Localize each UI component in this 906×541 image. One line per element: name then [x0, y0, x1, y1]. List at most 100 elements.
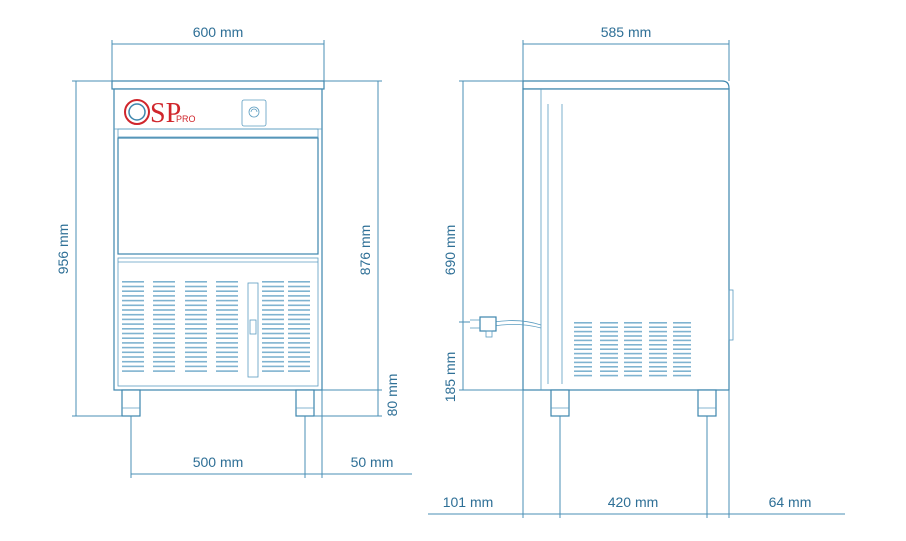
vent-slat [262, 313, 284, 316]
vent-slat [574, 366, 592, 368]
vent-slat [216, 342, 238, 344]
label-front-width: 600 mm [193, 24, 244, 40]
side-view [470, 80, 734, 417]
vent-slat [216, 337, 238, 339]
vent-slat [600, 366, 618, 368]
label-side-lower: 185 mm [442, 352, 458, 403]
vent-slat [262, 309, 284, 311]
vent-slat [600, 370, 618, 372]
vent-slat [649, 335, 667, 337]
vent-slat [624, 335, 642, 337]
vent-slat [185, 299, 207, 302]
front-switch-plate [247, 282, 259, 378]
vent-slat [185, 342, 207, 344]
vent-slat [262, 304, 284, 307]
vent-slat [216, 346, 238, 349]
vent-slat [216, 290, 238, 292]
vent-slat [216, 323, 238, 325]
vent-slat [649, 322, 667, 324]
vent-slat [216, 309, 238, 311]
logo-ring-icon [124, 99, 150, 125]
vent-slat [624, 330, 642, 333]
vent-slat [649, 374, 667, 377]
vent-slat [288, 360, 310, 363]
vent-slat [153, 285, 175, 288]
vent-slat [122, 332, 144, 335]
vent-slat [574, 357, 592, 359]
vent-slat [649, 339, 667, 342]
vent-slat [262, 323, 284, 325]
vent-slat [185, 370, 207, 372]
vent-slat [574, 352, 592, 355]
power-cable-2 [493, 324, 542, 329]
vent-slat [288, 370, 310, 372]
vent-slat [288, 313, 310, 316]
vent-slat [262, 370, 284, 372]
vent-slat [624, 374, 642, 377]
vent-slat [185, 304, 207, 307]
vent-slat [185, 351, 207, 354]
vent-slat [673, 374, 691, 377]
lock-icon [248, 106, 260, 118]
vent-slat [153, 351, 175, 354]
front-door-panel [117, 137, 319, 255]
vent-slat [673, 330, 691, 333]
vent-slat [673, 361, 691, 364]
vent-slat [153, 290, 175, 292]
vent-slat [262, 290, 284, 292]
vent-slat [262, 332, 284, 335]
vent-slat [649, 366, 667, 368]
vent-slat [649, 330, 667, 333]
vent-slat [122, 351, 144, 354]
vent-slat [216, 299, 238, 302]
vent-slat [649, 352, 667, 355]
vent-slat [288, 309, 310, 311]
vent-slat [216, 332, 238, 335]
vent-slat [600, 348, 618, 350]
vent-slat [122, 337, 144, 339]
vent-slat [288, 337, 310, 339]
vent-slat [185, 318, 207, 321]
plug-tab [485, 330, 493, 338]
vent-slat [153, 370, 175, 372]
side-top [522, 80, 730, 90]
vent-slat [649, 348, 667, 350]
vent-slat [649, 361, 667, 364]
vent-slat [600, 322, 618, 324]
vent-slat [122, 318, 144, 321]
vent-slat [153, 323, 175, 325]
vent-slat [673, 370, 691, 372]
side-vents [574, 322, 691, 377]
vent-slat [216, 370, 238, 372]
vent-slat [600, 344, 618, 346]
vent-slat [600, 352, 618, 355]
vent-slat [574, 361, 592, 364]
vent-slat [153, 356, 175, 358]
vent-slat [122, 328, 144, 330]
vent-slat [122, 370, 144, 372]
front-dimensions: 600 mm 956 mm 876 mm 80 mm 500 mm 50 mm [55, 24, 412, 478]
vent-slat [185, 309, 207, 311]
vent-slat [673, 339, 691, 342]
vent-slat [216, 318, 238, 321]
vent-slat [624, 357, 642, 359]
vent-slat [216, 351, 238, 354]
logo-suffix: PRO [176, 114, 196, 124]
vent-slat [122, 304, 144, 307]
vent-slat [185, 295, 207, 297]
vent-slat [574, 339, 592, 342]
brand-logo: SP PRO [124, 98, 196, 129]
vent-slat [288, 346, 310, 349]
vent-slat [216, 365, 238, 368]
vent-slat [153, 281, 175, 283]
vent-slat [288, 342, 310, 344]
vent-slat [153, 309, 175, 311]
vent-slat [624, 370, 642, 372]
vent-slat [153, 337, 175, 339]
vent-slat [185, 328, 207, 330]
vent-slat [624, 339, 642, 342]
vent-slat [673, 344, 691, 346]
side-dimensions: 585 mm 690 mm 185 mm 101 mm 420 mm 64 mm [428, 24, 845, 518]
vent-slat [216, 313, 238, 316]
